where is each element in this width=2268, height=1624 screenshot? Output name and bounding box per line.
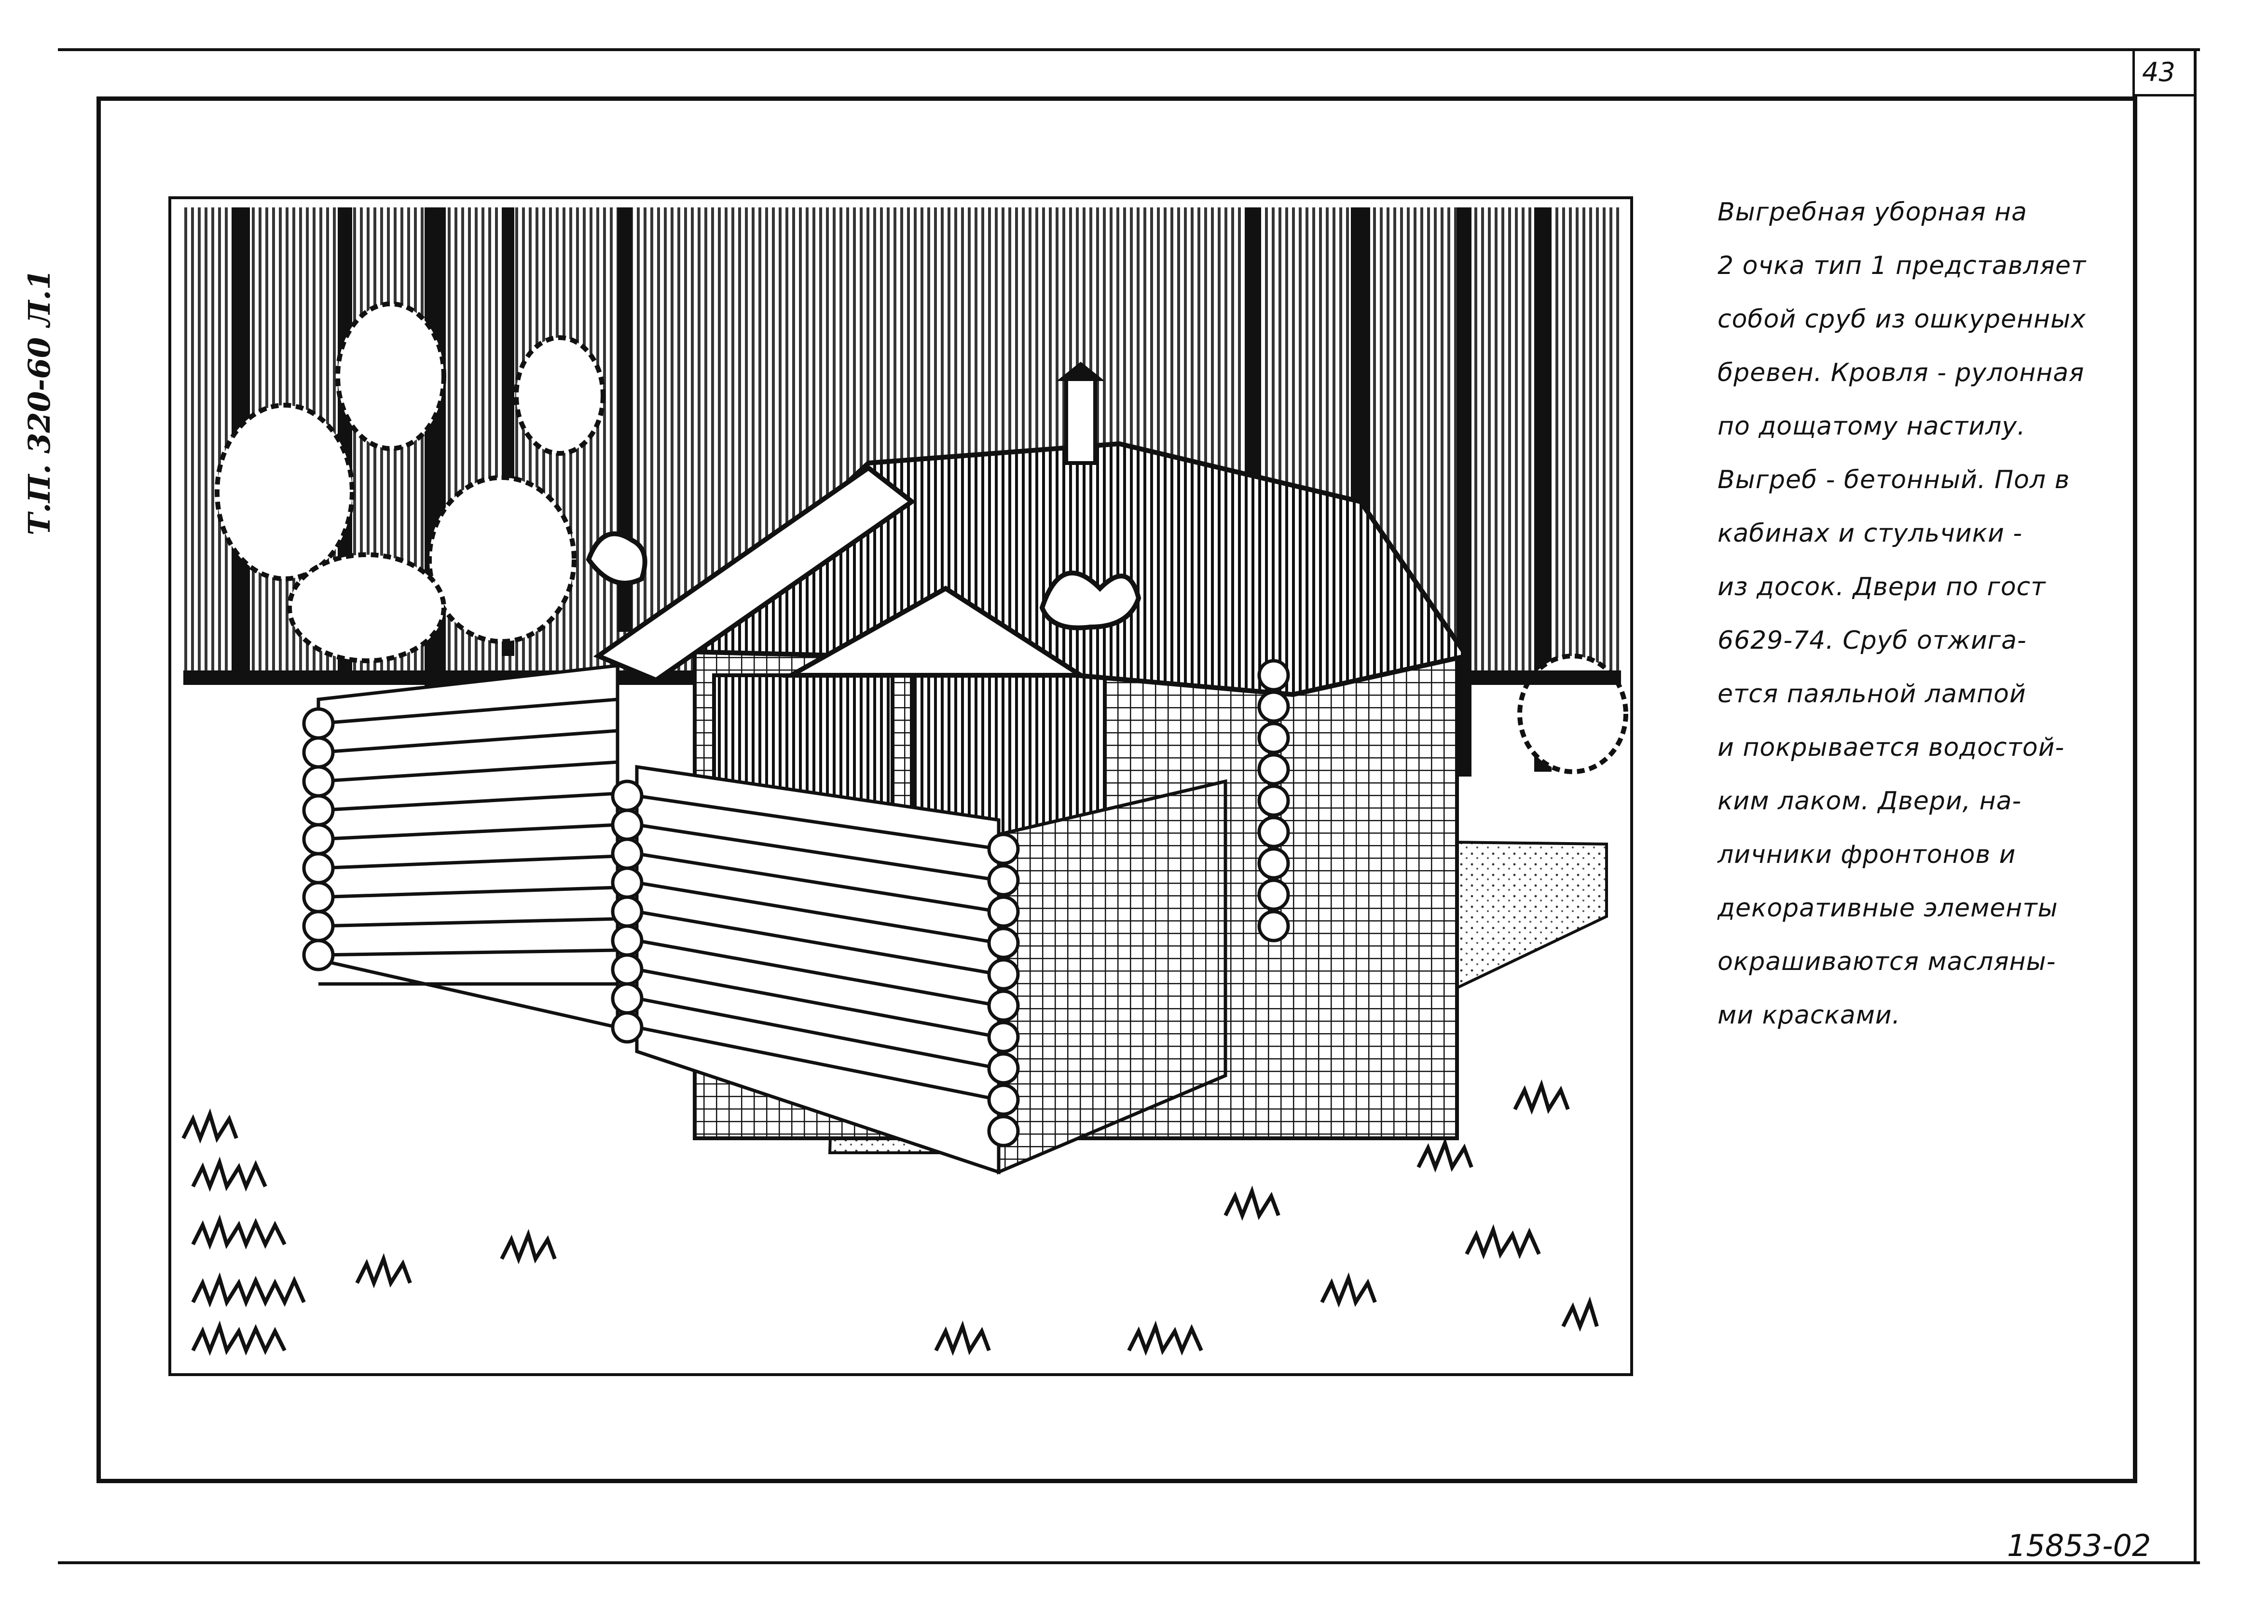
log-fence-left	[302, 664, 619, 1030]
right-frame-line	[2194, 48, 2197, 1563]
illustration-border	[168, 196, 1633, 1376]
description-line: Выгребная уборная на	[1718, 198, 2027, 227]
rooster-ornament	[1039, 571, 1141, 630]
description-line: кабинах и стульчики -	[1718, 519, 2023, 548]
door-gable	[782, 586, 1089, 678]
log-fence-front	[611, 764, 1001, 1174]
log-fence-right	[987, 659, 1290, 1175]
description-line: окрашиваются масляны-	[1718, 947, 2056, 976]
description-line: 2 очка тип 1 представляет	[1718, 251, 2087, 280]
side-code-label: Т.П. 320-60 Л.1	[22, 269, 57, 535]
description-line: бревен. Кровля - рулонная	[1718, 358, 2085, 387]
description-line: Выгреб - бетонный. Пол в	[1718, 465, 2070, 494]
top-rule	[58, 48, 2200, 51]
outhouse-illustration	[168, 196, 1633, 1376]
description-line: декоративные элементы	[1718, 894, 2058, 923]
description-line: ким лаком. Двери, на-	[1718, 787, 2022, 816]
drawing-frame	[96, 96, 2137, 1483]
description-line: собой сруб из ошкуренных	[1718, 305, 2086, 334]
description-line: ми красками.	[1718, 1001, 1901, 1030]
description-line: из досок. Двери по гост	[1718, 573, 2046, 601]
bird-ornament	[586, 531, 647, 586]
vent-pipe	[1064, 374, 1097, 465]
description-line: и покрывается водостой-	[1718, 733, 2065, 762]
bottom-rule	[58, 1561, 2200, 1564]
sheet-number: 43	[2142, 57, 2175, 87]
document-number: 15853-02	[2007, 1528, 2151, 1563]
description-line: ется паяльной лампой	[1718, 680, 2026, 709]
description-line: 6629-74. Сруб отжига-	[1718, 626, 2027, 655]
description-text: Выгребная уборная на 2 очка тип 1 предст…	[1718, 186, 2113, 1042]
roof-gable-trim	[593, 464, 916, 683]
grass	[181, 1079, 1599, 1356]
description-line: личники фронтонов и	[1718, 840, 2016, 869]
description-line: по дощатому настилу.	[1718, 412, 2026, 441]
sheet-number-box	[2132, 50, 2195, 96]
